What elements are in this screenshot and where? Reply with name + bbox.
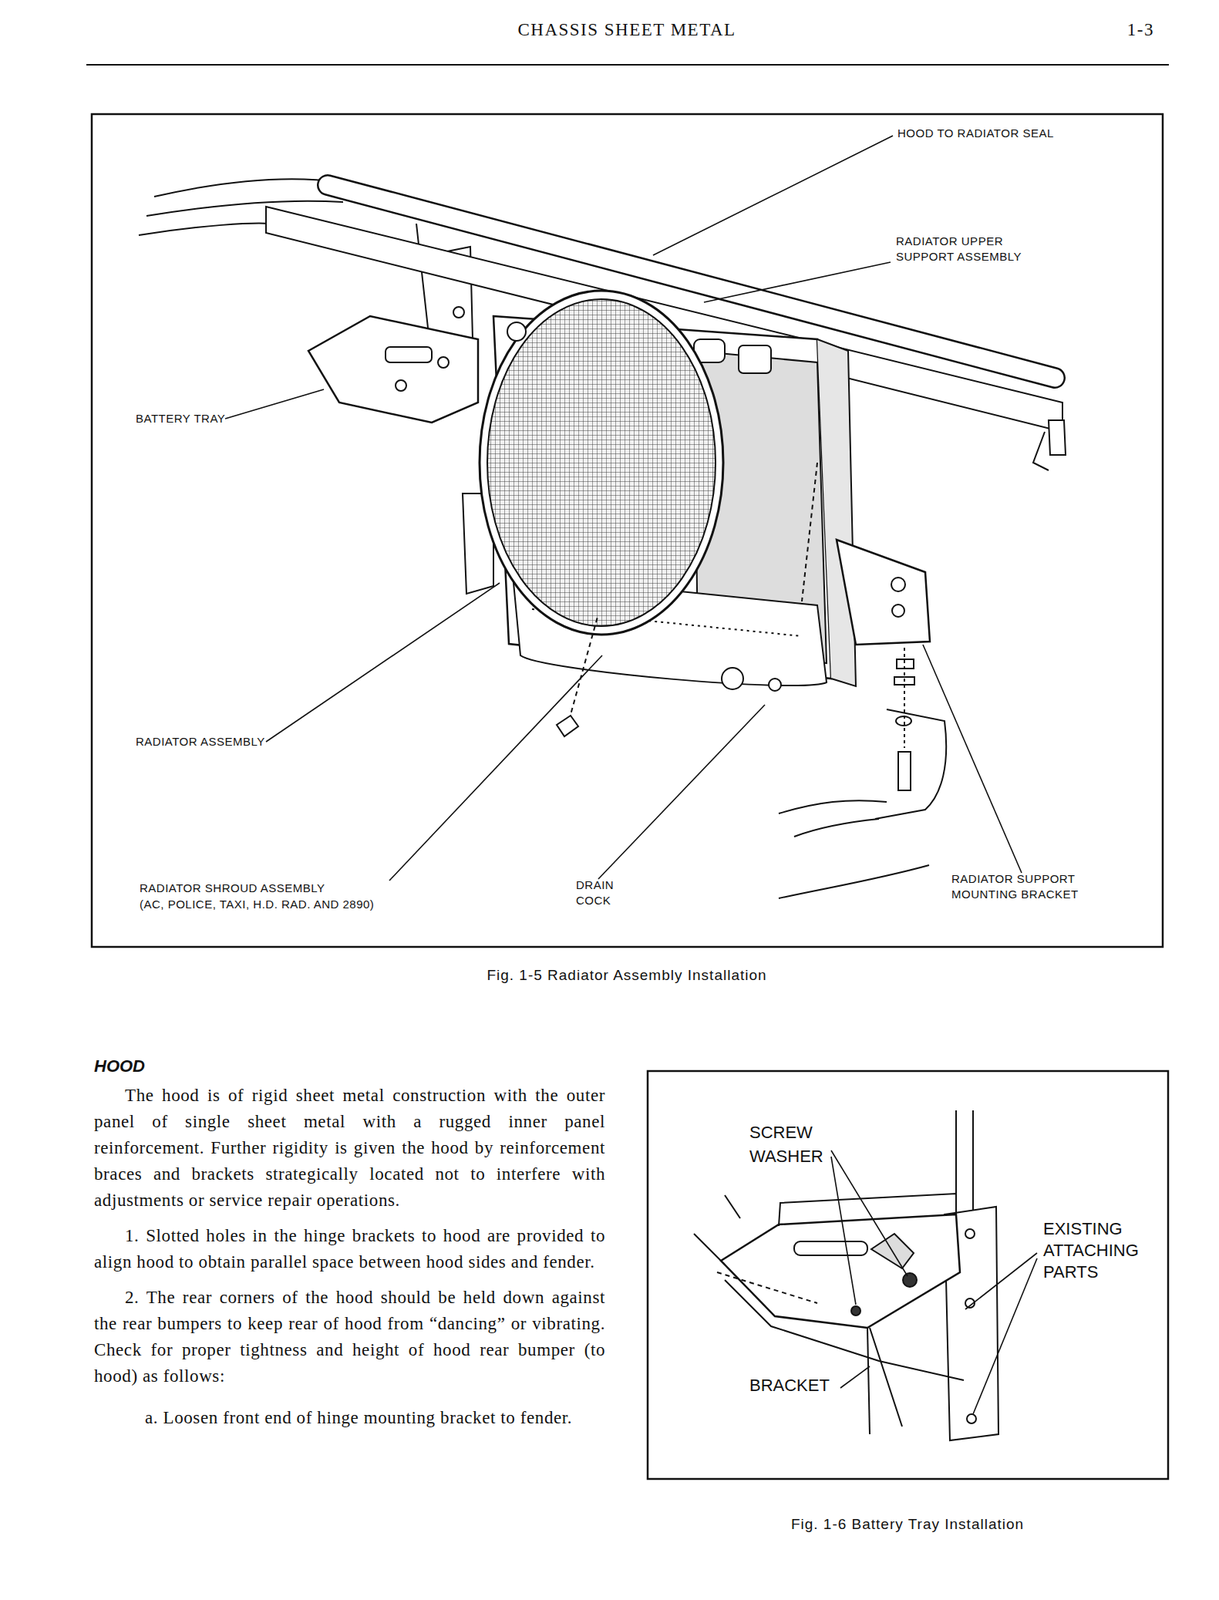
part-label: BATTERY TRAY bbox=[135, 410, 226, 427]
radiator-drawing bbox=[138, 178, 1066, 899]
figure-frame bbox=[91, 114, 1163, 947]
body-paragraph: 1. Slotted holes in the hinge brackets t… bbox=[94, 1222, 606, 1276]
part-label: DRAIN COCK bbox=[575, 877, 614, 909]
battery-tray-drawing bbox=[693, 1110, 999, 1441]
page-heading: CHASSIS SHEET METAL bbox=[517, 20, 736, 41]
part-label: RADIATOR ASSEMBLY bbox=[135, 734, 266, 750]
figure-caption: Fig. 1-6 Battery Tray Installation bbox=[791, 1515, 1024, 1533]
part-label: EXISTING ATTACHING PARTS bbox=[1043, 1218, 1139, 1283]
body-paragraph: 2. The rear corners of the hood should b… bbox=[94, 1284, 606, 1390]
body-paragraph: The hood is of rigid sheet metal constru… bbox=[94, 1082, 606, 1214]
leader-line bbox=[831, 1150, 1038, 1415]
section-heading: HOOD bbox=[94, 1056, 145, 1077]
body-paragraph: a. Loosen front end of hinge mounting br… bbox=[94, 1404, 606, 1432]
figure-caption: Fig. 1-5 Radiator Assembly Installation bbox=[486, 966, 767, 984]
part-label: HOOD TO RADIATOR SEAL bbox=[897, 125, 1054, 142]
part-label: RADIATOR UPPER SUPPORT ASSEMBLY bbox=[895, 233, 1034, 265]
part-note: (AC, POLICE, TAXI, H.D. RAD. AND 2890) bbox=[139, 896, 374, 913]
figure-frame bbox=[647, 1070, 1169, 1479]
part-label: BRACKET bbox=[749, 1374, 830, 1397]
part-label: WASHER bbox=[749, 1145, 824, 1168]
page-number: 1-3 bbox=[1127, 20, 1155, 41]
part-label: RADIATOR SHROUD ASSEMBLY bbox=[139, 880, 325, 896]
part-label: RADIATOR SUPPORT MOUNTING BRACKET bbox=[951, 871, 1092, 903]
header-rule bbox=[86, 63, 1169, 66]
part-label: SCREW bbox=[749, 1121, 813, 1144]
